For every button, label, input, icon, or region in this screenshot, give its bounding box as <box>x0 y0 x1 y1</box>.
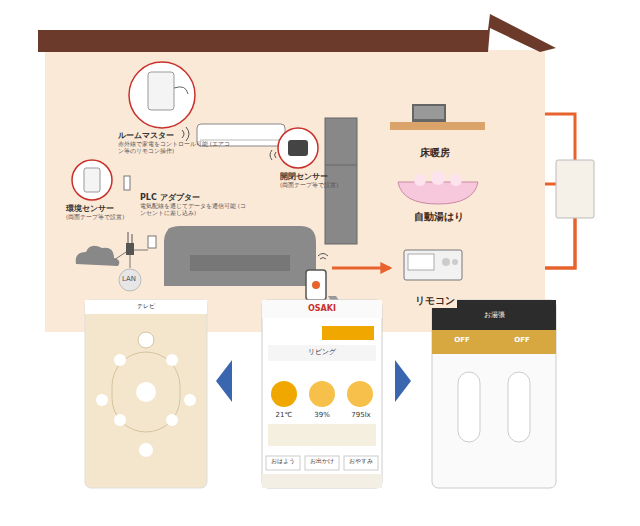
node-title: PLC アダプター <box>140 192 248 203</box>
phone-screen: テレビ <box>85 300 207 488</box>
phone-screen: OSAKI リビング 21℃ 39% 795lx おはようお出かけおやすみ <box>262 300 382 488</box>
house-interior <box>45 50 545 332</box>
node-title: 開閉センサー <box>280 171 350 182</box>
node-text: 赤外線で家電をコントロール可能 (エアコン等のリモコン操作) <box>118 141 230 154</box>
node-text: (両面テープ等で設置) <box>280 182 350 189</box>
device-label: ルームマスター赤外線で家電をコントロール可能 (エアコン等のリモコン操作) <box>118 130 230 154</box>
network-label: LAN <box>122 275 136 283</box>
floor-heating: 床暖房 <box>385 96 485 160</box>
node-title: ルームマスター <box>118 130 230 141</box>
node-text: OFF <box>502 336 542 344</box>
node-text: リビング <box>292 347 352 357</box>
auto-bath: 自動湯はり <box>395 168 483 224</box>
remote-control: リモコン <box>398 246 472 308</box>
node-title: 環境センサー <box>66 203 136 214</box>
device-label: 環境センサー(両面テープ等で設置) <box>66 203 136 221</box>
device-label: PLC アダプター電気配線を通じてデータを通信可能 (コンセントに差し込み) <box>140 192 248 216</box>
roof <box>38 14 556 52</box>
phone-screen: お湯張 OFF OFF <box>432 300 556 488</box>
node-text: おはよう <box>266 458 300 465</box>
node-title: お湯張 <box>432 310 556 320</box>
node-title: リモコン <box>413 294 457 308</box>
node-text: お出かけ <box>305 458 339 465</box>
node-title: OSAKI <box>266 304 378 313</box>
node-text: 795lx <box>344 411 378 419</box>
node-text: おやすみ <box>344 458 378 465</box>
node-title: テレビ <box>85 302 207 311</box>
node-text: 21℃ <box>270 411 298 419</box>
device-label: 開閉センサー(両面テープ等で設置) <box>280 171 350 189</box>
node-text: OFF <box>442 336 482 344</box>
node-text: 電気配線を通じてデータを通信可能 (コンセントに差し込み) <box>140 203 248 216</box>
node-text: (両面テープ等で設置) <box>66 214 136 221</box>
node-title: 床暖房 <box>418 146 452 160</box>
node-text: 39% <box>308 411 336 419</box>
node-title: 自動湯はり <box>412 210 466 224</box>
